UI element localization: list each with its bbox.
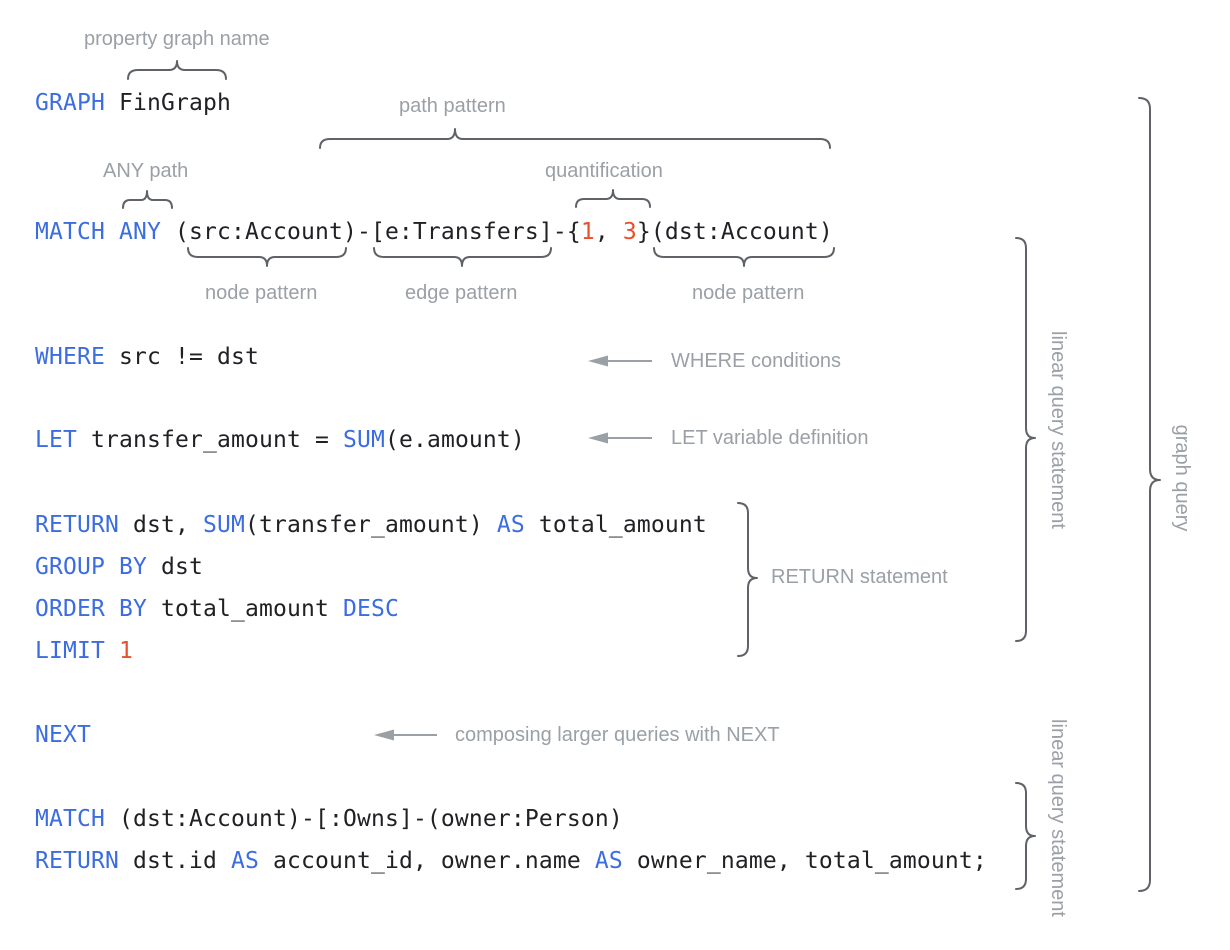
label-quantification: quantification [545,160,663,182]
code-line-where: WHERE src != dst [35,344,259,370]
label-property-graph-name: property graph name [84,28,270,50]
brace-linear-query-statement-1 [1015,237,1036,642]
brace-return-statement [737,502,758,657]
label-node-pattern-left: node pattern [205,282,318,304]
composing-next-arrow [374,729,437,741]
code-line-group-by: GROUP BY dst [35,554,203,580]
label-linear-query-statement-1: linear query statement [1047,331,1069,529]
label-let-variable-definition: LET variable definition [671,427,869,449]
code-line-order-by: ORDER BY total_amount DESC [35,596,399,622]
label-return-statement: RETURN statement [771,566,948,588]
code-token: AS [594,848,623,874]
label-edge-pattern: edge pattern [405,282,518,304]
code-token: SUM [202,512,245,538]
code-token: GROUP BY [35,554,147,580]
code-line-next: NEXT [35,722,91,748]
code-token: LET [35,427,77,453]
code-token: FinGraph [105,90,231,116]
code-line-graph-clause: GRAPH FinGraph [35,90,231,116]
code-token: dst [146,554,203,580]
code-token: DESC [342,596,399,622]
code-token: WHERE [35,344,105,370]
code-token: RETURN [35,848,119,874]
label-path-pattern: path pattern [399,95,506,117]
label-where-conditions: WHERE conditions [671,350,842,372]
code-token: owner_name, total_amount; [622,848,987,874]
code-token: 1 [119,638,133,664]
brace-node-pattern-right [653,247,835,267]
code-token: , [594,219,623,245]
label-linear-query-statement-2: linear query statement [1047,719,1069,917]
code-token: account_id, owner.name [258,848,595,874]
label-graph-query: graph query [1171,424,1193,532]
code-token: SUM [342,427,385,453]
code-line-match-path: MATCH ANY (src:Account)-[e:Transfers]-{1… [35,219,833,245]
brace-node-pattern-left [187,247,347,267]
brace-edge-pattern [373,247,552,267]
code-token: LIMIT [35,638,105,664]
code-token: ORDER BY [35,596,147,622]
code-token: MATCH ANY [35,219,161,245]
code-token: NEXT [35,722,91,748]
code-token: (dst:Account)-[:Owns]-(owner:Person) [105,806,623,832]
code-token: (e.amount) [384,427,525,453]
code-token: GRAPH [35,90,105,116]
code-line-limit: LIMIT 1 [35,638,133,664]
brace-linear-query-statement-2 [1015,782,1036,890]
where-conditions-arrow [588,355,652,367]
code-line-return: RETURN dst, SUM(transfer_amount) AS tota… [35,512,707,538]
code-line-match-owns: MATCH (dst:Account)-[:Owns]-(owner:Perso… [35,806,623,832]
let-variable-arrow [588,432,652,444]
code-token: total_amount [146,596,343,622]
code-line-let: LET transfer_amount = SUM(e.amount) [35,427,525,453]
code-token: }(dst:Account) [636,219,833,245]
code-token: 3 [622,219,637,245]
brace-any-path [122,190,173,209]
code-token [105,638,119,664]
code-token: transfer_amount = [77,427,343,453]
code-token: AS [496,512,525,538]
brace-graph-query [1138,97,1161,892]
brace-property-graph-name [127,60,227,80]
label-node-pattern-right: node pattern [692,282,805,304]
code-token: RETURN [35,512,119,538]
code-token: dst, [118,512,203,538]
code-token: (src:Account)-[e:Transfers]-{ [160,219,581,245]
label-any-path: ANY path [103,160,189,182]
brace-path-pattern [319,128,831,149]
code-token: src != dst [105,344,259,370]
code-token: (transfer_amount) [244,512,497,538]
code-token: total_amount [524,512,707,538]
label-composing-next: composing larger queries with NEXT [455,724,780,746]
code-token: dst.id [118,848,231,874]
brace-quantification [575,189,651,208]
code-token: AS [230,848,259,874]
code-token: MATCH [35,806,105,832]
code-token: 1 [580,219,595,245]
code-line-return-final: RETURN dst.id AS account_id, owner.name … [35,848,987,874]
